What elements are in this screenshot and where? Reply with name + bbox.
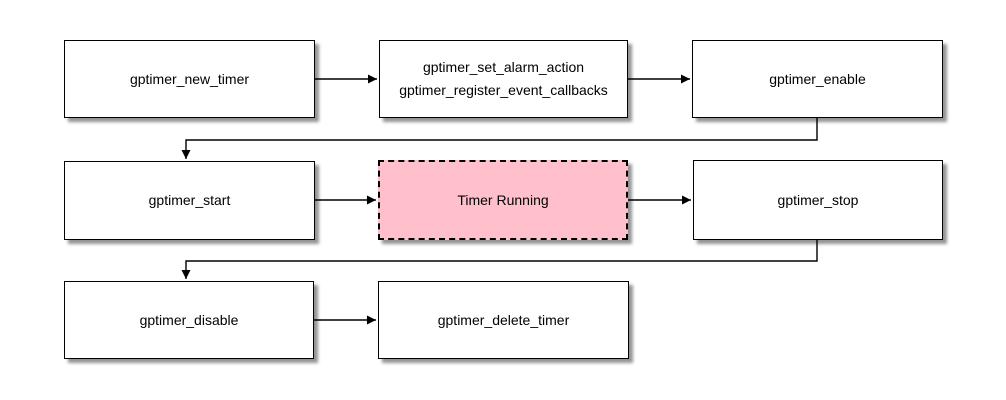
node-gptimer-delete-timer: gptimer_delete_timer bbox=[378, 281, 629, 359]
node-label: gptimer_enable bbox=[769, 70, 866, 87]
node-timer-running: Timer Running bbox=[378, 160, 628, 240]
node-label-line2: gptimer_register_event_callbacks bbox=[399, 82, 608, 98]
node-label-line1: gptimer_set_alarm_action bbox=[422, 59, 585, 75]
node-gptimer-config: gptimer_set_alarm_action gptimer_registe… bbox=[379, 40, 628, 118]
node-label: gptimer_delete_timer bbox=[437, 311, 570, 328]
node-gptimer-start: gptimer_start bbox=[64, 161, 315, 240]
connector-enable-to-start bbox=[181, 118, 818, 159]
node-label: gptimer_start bbox=[148, 192, 231, 208]
node-label: Timer Running bbox=[457, 191, 549, 208]
connector-stop-to-disable bbox=[181, 240, 818, 279]
node-label: gptimer_new_timer bbox=[129, 70, 250, 87]
node-gptimer-enable: gptimer_enable bbox=[692, 40, 943, 118]
node-label: gptimer_stop bbox=[777, 191, 859, 208]
node-gptimer-stop: gptimer_stop bbox=[693, 160, 943, 240]
node-gptimer-new-timer: gptimer_new_timer bbox=[64, 40, 315, 118]
node-gptimer-disable: gptimer_disable bbox=[64, 281, 314, 359]
node-label: gptimer_disable bbox=[139, 311, 239, 328]
